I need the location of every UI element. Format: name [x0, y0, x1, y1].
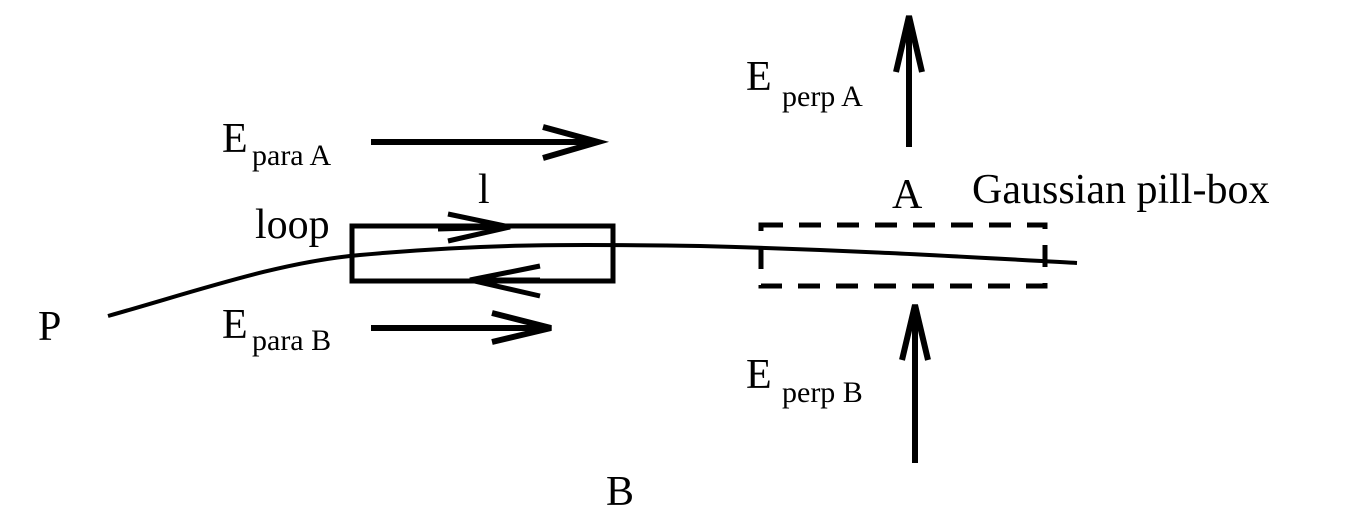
loop-label: loop [255, 202, 330, 248]
e-para-a-arrow [371, 124, 610, 161]
e-perp-b-subscript: perp B [782, 376, 863, 409]
e-para-b-label: E [222, 302, 248, 348]
e-para-b-subscript: para B [252, 324, 331, 357]
loop-length-label: l [478, 167, 490, 213]
e-perp-a-arrow [893, 15, 925, 147]
e-perp-b-label: E [746, 352, 772, 398]
gaussian-pillbox [758, 222, 1048, 289]
point-b-label: B [606, 469, 634, 515]
e-perp-b-arrow [899, 304, 931, 463]
pillbox-label: Gaussian pill-box [972, 167, 1269, 213]
loop-top-arrow [437, 211, 511, 244]
e-para-a-label: E [222, 116, 248, 162]
e-para-b-arrow [371, 310, 552, 345]
e-perp-a-subscript: perp A [782, 80, 863, 113]
point-a-label: A [892, 172, 923, 218]
interface-curve [107, 242, 1078, 318]
point-p-label: P [38, 304, 61, 350]
loop-bottom-arrow [469, 263, 541, 299]
e-para-a-subscript: para A [252, 139, 331, 172]
e-perp-a-label: E [746, 54, 772, 100]
